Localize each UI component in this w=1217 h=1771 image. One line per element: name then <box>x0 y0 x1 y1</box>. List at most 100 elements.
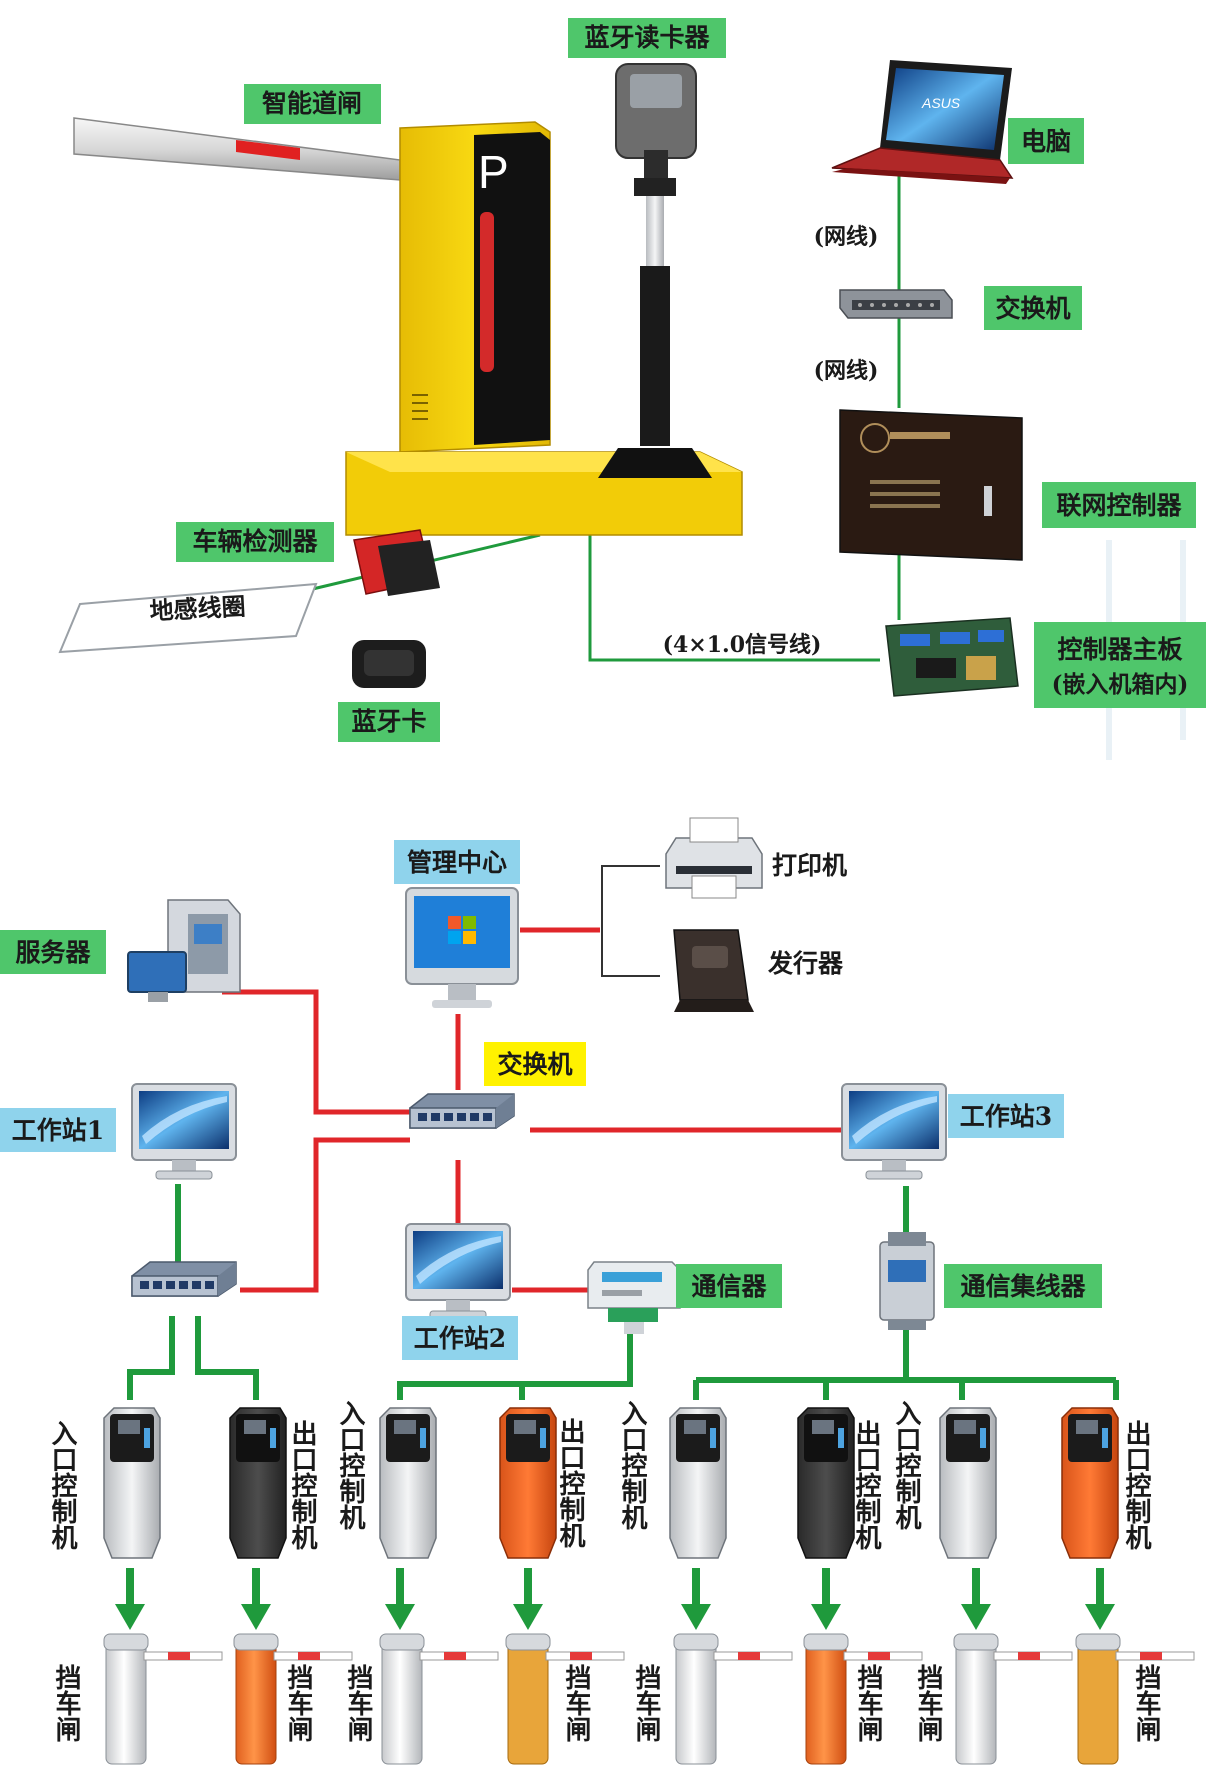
label-bg-network-controller <box>1042 482 1196 528</box>
network-controller-image <box>839 409 1023 561</box>
barrier-gate-8 <box>1075 1633 1195 1765</box>
label-bg-computer <box>1008 118 1084 164</box>
exit-controller-2-image <box>499 1407 557 1559</box>
barrier-gate-4 <box>505 1633 625 1765</box>
peripheral-bracket <box>601 865 660 977</box>
barrier-gate-5 <box>673 1633 793 1765</box>
laptop-brand-glyph: ASUS <box>921 95 961 111</box>
workstation2-image <box>405 1223 511 1320</box>
label-barrier-6: 挡车闸 <box>853 1664 883 1742</box>
ground-loop-image <box>58 582 318 654</box>
label-bg-workstation1 <box>0 1108 116 1152</box>
label-mainboard-line2: (嵌入机箱内) <box>1052 671 1189 698</box>
label-exit-controller-2: 出口控制机 <box>555 1418 585 1549</box>
workstation3-image <box>841 1083 947 1180</box>
label-workstation3: 工作站3 <box>960 1102 1052 1131</box>
label-network-controller: 联网控制器 <box>1056 491 1182 520</box>
switch-image-top <box>839 289 953 319</box>
label-communicator: 通信器 <box>691 1272 767 1301</box>
arrow-down-2 <box>241 1568 271 1630</box>
label-barrier-gate: 智能道闸 <box>262 89 362 118</box>
label-bg-barrier-gate <box>244 84 381 124</box>
label-computer: 电脑 <box>1021 127 1071 156</box>
label-barrier-5: 挡车闸 <box>631 1664 661 1742</box>
bluetooth-card-image <box>352 640 426 688</box>
label-bg-server <box>0 930 106 974</box>
label-entry-controller-1: 入口控制机 <box>47 1420 77 1551</box>
top-section: P ASUS <box>58 18 1206 760</box>
barrier-gate-3 <box>379 1633 499 1765</box>
label-management-center: 管理中心 <box>407 848 507 877</box>
laptop-image: ASUS <box>831 60 1014 184</box>
label-barrier-3: 挡车闸 <box>343 1664 373 1742</box>
entry-controller-2-image <box>379 1407 437 1559</box>
label-entry-controller-4: 入口控制机 <box>891 1400 921 1531</box>
label-net-cable-2: (网线) <box>814 358 879 384</box>
label-card-reader: 蓝牙读卡器 <box>584 23 710 52</box>
arrow-down-1 <box>115 1568 145 1630</box>
label-bg-bluetooth-card <box>338 702 440 742</box>
printer-image <box>665 817 763 899</box>
red-network-lines <box>222 927 842 1293</box>
issuer-image <box>673 929 754 1012</box>
entry-controller-1-image <box>103 1407 161 1559</box>
green-control-lines <box>127 1184 1119 1400</box>
exit-controller-4-image <box>1061 1407 1119 1559</box>
label-ground-loop: 地感线圈 <box>149 592 246 626</box>
switch-image-local <box>131 1261 237 1297</box>
barrier-gate-7 <box>953 1633 1073 1765</box>
comm-hub-image <box>879 1232 935 1330</box>
entry-controller-4-image <box>939 1407 997 1559</box>
barrier-gate-1 <box>103 1633 223 1765</box>
label-server: 服务器 <box>15 938 91 967</box>
barrier-gate-2 <box>233 1633 353 1765</box>
barrier-gate-6 <box>803 1633 923 1765</box>
label-switch-center: 交换机 <box>497 1050 572 1079</box>
management-center-computer-image <box>405 887 519 1008</box>
barrier-boom <box>73 117 401 181</box>
label-exit-controller-3: 出口控制机 <box>851 1420 881 1551</box>
label-issuer: 发行器 <box>767 949 844 978</box>
arrow-down-8 <box>1085 1568 1115 1630</box>
label-bg-vehicle-detector <box>176 522 334 562</box>
server-image <box>127 899 241 1002</box>
label-barrier-4: 挡车闸 <box>561 1664 591 1742</box>
label-printer: 打印机 <box>772 851 847 880</box>
label-net-cable-1: (网线) <box>814 224 879 250</box>
label-vehicle-detector: 车辆检测器 <box>192 527 318 556</box>
arrow-down-7 <box>961 1568 991 1630</box>
label-exit-controller-4: 出口控制机 <box>1121 1420 1151 1551</box>
arrow-down-5 <box>681 1568 711 1630</box>
label-barrier-8: 挡车闸 <box>1131 1664 1161 1742</box>
label-bg-communicator <box>676 1264 782 1308</box>
label-barrier-2: 挡车闸 <box>283 1664 313 1742</box>
parking-p-glyph: P <box>478 146 509 198</box>
communicator-image <box>587 1261 681 1334</box>
label-mainboard-line1: 控制器主板 <box>1057 635 1182 664</box>
label-signal-cable: (4×1.0信号线) <box>663 632 822 658</box>
label-bg-mainboard <box>1034 622 1206 708</box>
label-entry-controller-3: 入口控制机 <box>617 1400 647 1531</box>
entry-controller-3-image <box>669 1407 727 1559</box>
exit-controller-3-image <box>797 1407 855 1559</box>
workstation1-image <box>131 1083 237 1180</box>
arrow-down-6 <box>811 1568 841 1630</box>
label-bluetooth-card: 蓝牙卡 <box>351 707 426 736</box>
mainboard-image <box>885 617 1019 697</box>
arrow-down-3 <box>385 1568 415 1630</box>
label-bg-workstation2 <box>402 1316 518 1360</box>
switch-image-center <box>409 1093 515 1129</box>
label-workstation1: 工作站1 <box>12 1116 104 1145</box>
label-bg-switch-top <box>984 286 1082 330</box>
arrow-down-4 <box>513 1568 543 1630</box>
label-entry-controller-2: 入口控制机 <box>335 1400 365 1531</box>
label-bg-switch-center <box>484 1042 586 1086</box>
label-barrier-1: 挡车闸 <box>51 1664 81 1742</box>
label-bg-management-center <box>394 840 520 884</box>
label-bg-card-reader <box>568 18 726 58</box>
barrier-gates <box>103 1633 1195 1765</box>
label-comm-hub: 通信集线器 <box>960 1272 1086 1301</box>
card-reader-image <box>598 63 712 478</box>
bottom-section: 管理中心 打印机 发行器 服务器 交换机 工作站1 工作站3 工作站2 通信器 … <box>0 817 1195 1765</box>
